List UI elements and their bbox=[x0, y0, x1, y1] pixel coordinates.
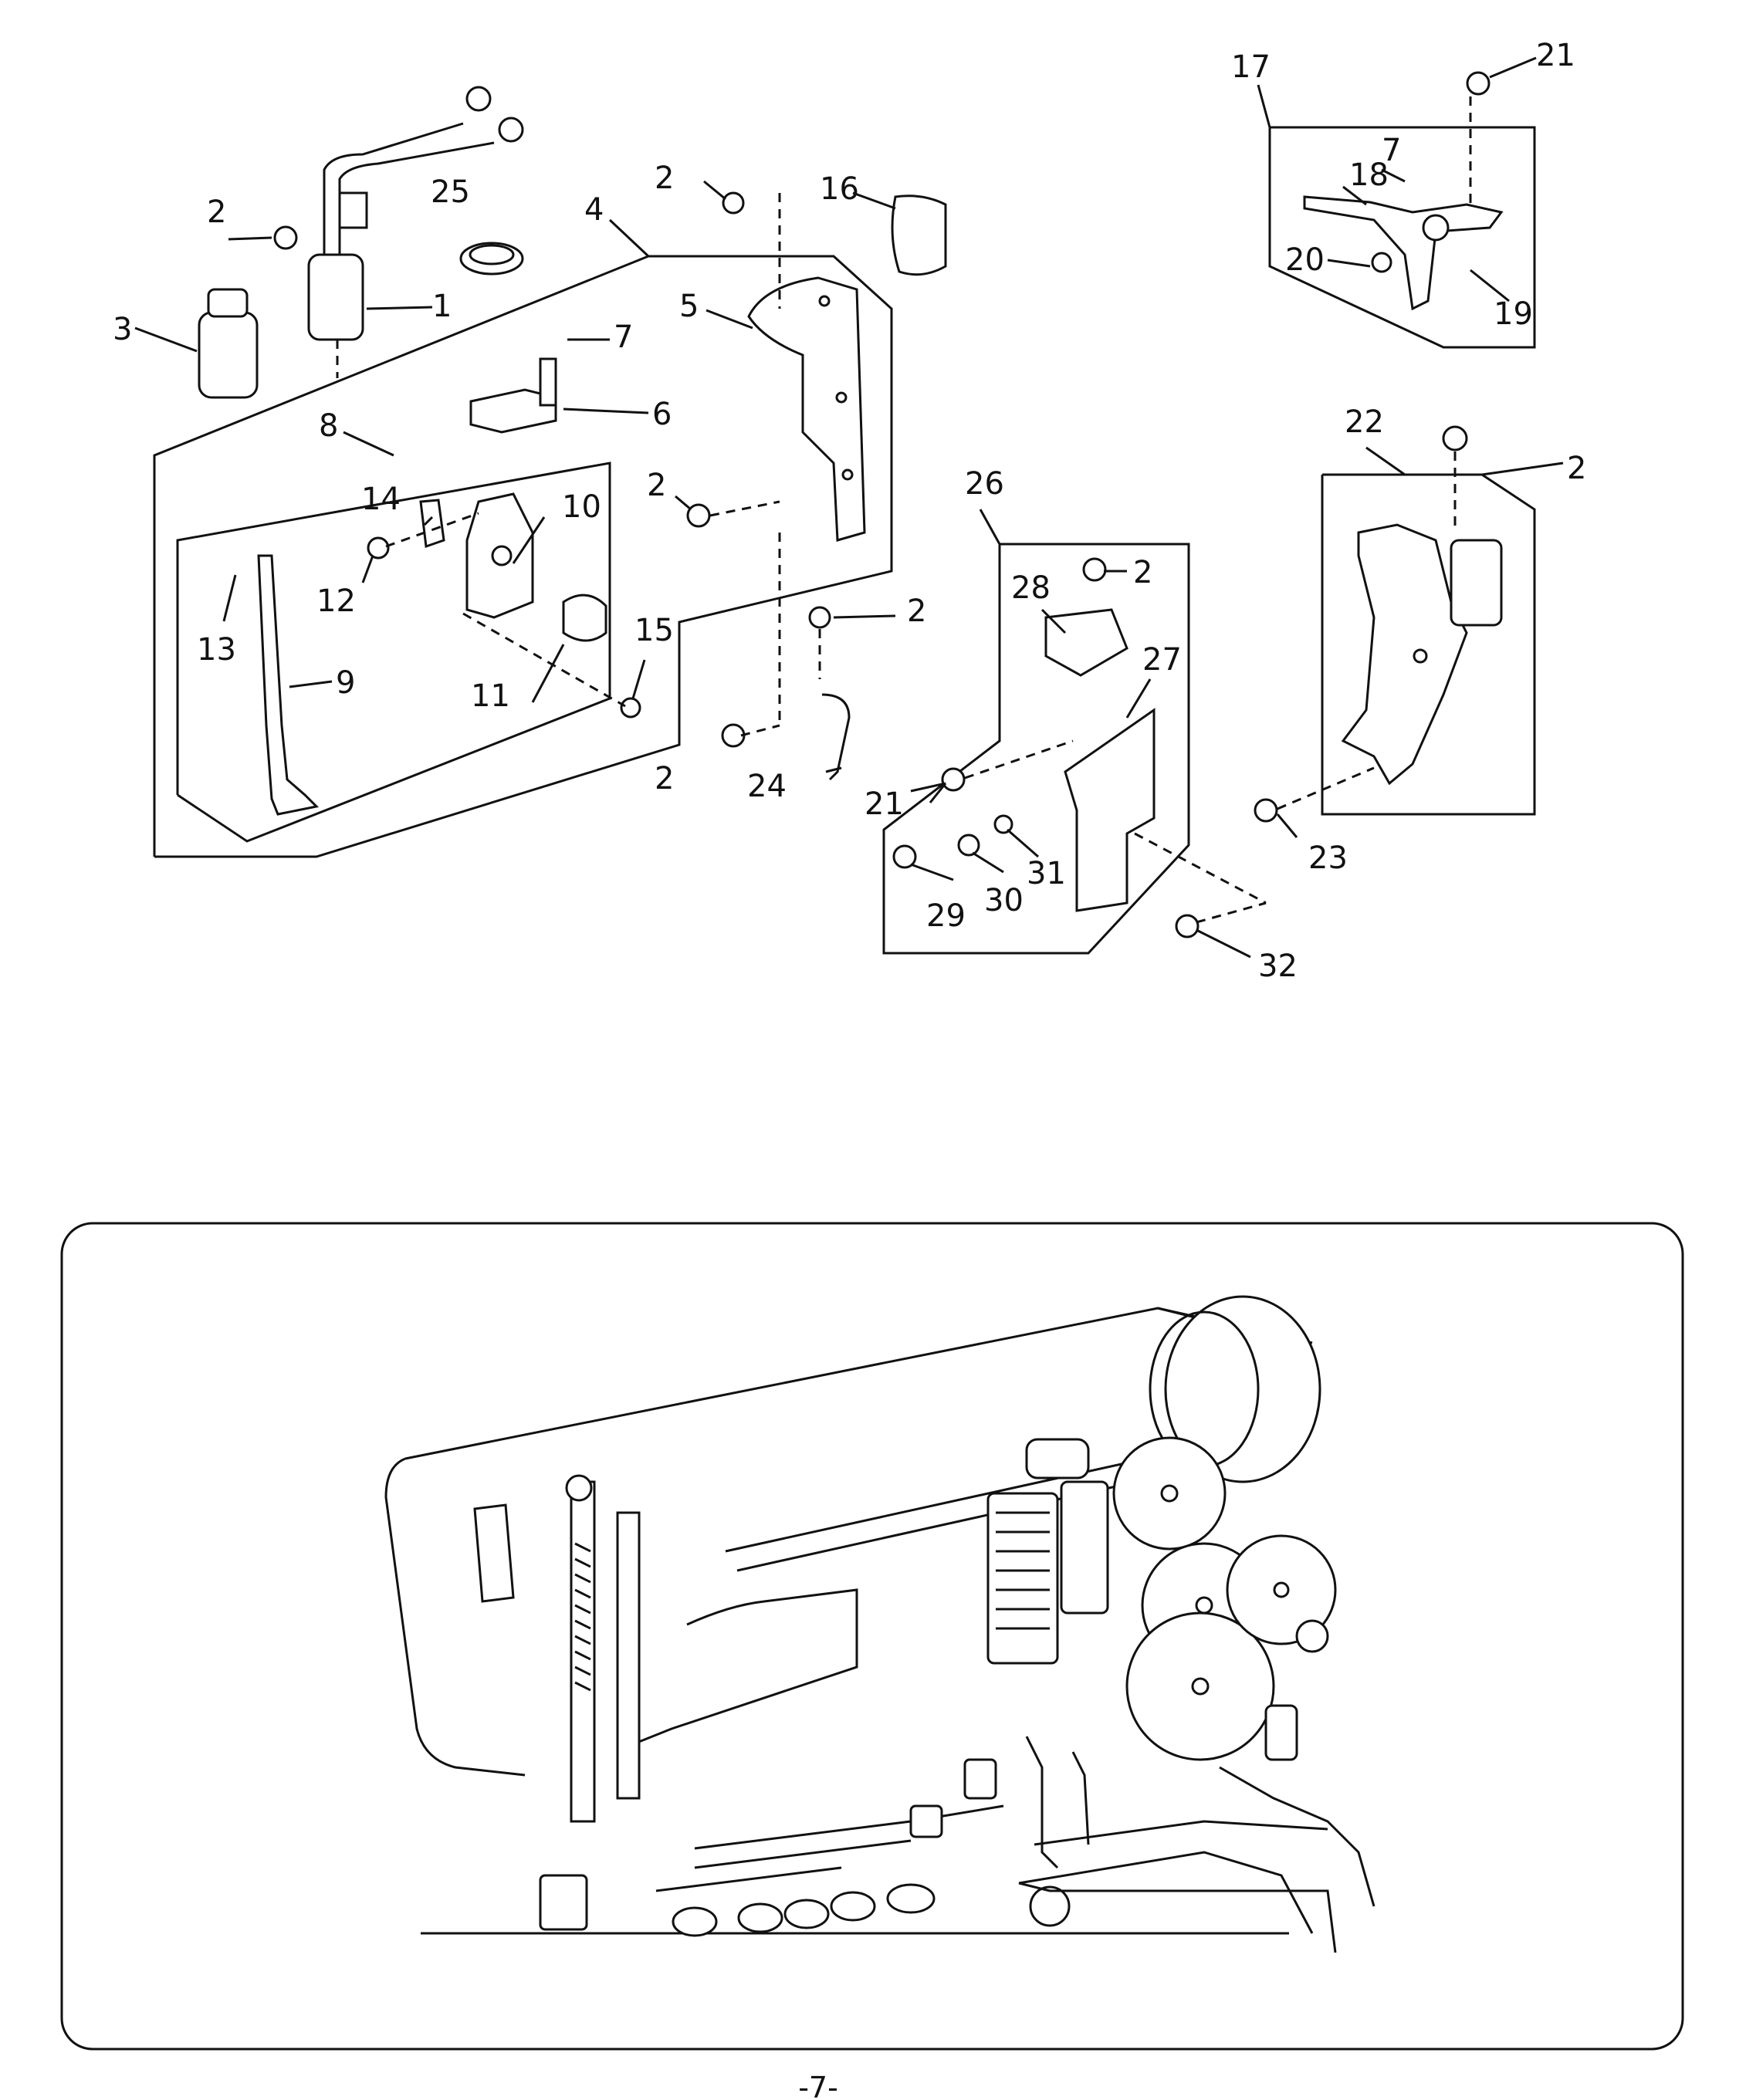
part-5-plate bbox=[747, 276, 866, 542]
part-1-lamp-socket bbox=[307, 86, 524, 341]
part-3-lamp-bulb bbox=[198, 288, 259, 399]
part-16-cover bbox=[891, 194, 947, 276]
label-21a: 21 bbox=[1536, 38, 1575, 73]
label-13: 13 bbox=[197, 632, 236, 668]
alignment-lines bbox=[336, 96, 1472, 924]
label-26: 26 bbox=[965, 466, 1004, 502]
label-5: 5 bbox=[679, 289, 699, 324]
label-7b: 7 bbox=[1382, 133, 1401, 168]
part-22-bracket-assembly bbox=[1341, 523, 1503, 786]
label-31: 31 bbox=[1027, 856, 1066, 891]
label-23: 23 bbox=[1308, 840, 1348, 876]
label-32: 32 bbox=[1258, 949, 1298, 984]
label-2b: 2 bbox=[655, 161, 674, 196]
part-28-bracket bbox=[1044, 608, 1128, 677]
label-24: 24 bbox=[747, 769, 787, 804]
assembly-frame-17 bbox=[1268, 126, 1536, 349]
machine-overview-illustration bbox=[384, 1295, 1375, 1953]
label-20: 20 bbox=[1285, 242, 1325, 278]
label-29: 29 bbox=[926, 898, 966, 934]
label-3: 3 bbox=[113, 312, 132, 347]
label-30: 30 bbox=[984, 883, 1024, 918]
label-10: 10 bbox=[562, 489, 601, 525]
assembly-frame-4 bbox=[153, 255, 893, 858]
label-19: 19 bbox=[1494, 296, 1533, 332]
part-27-plate bbox=[1064, 708, 1156, 912]
label-17: 17 bbox=[1231, 49, 1271, 85]
label-2c: 2 bbox=[647, 468, 666, 503]
part-9-presser-bar bbox=[257, 554, 320, 816]
assembly-frame-26 bbox=[882, 543, 1190, 955]
label-2f: 2 bbox=[1567, 451, 1586, 486]
label-14: 14 bbox=[361, 482, 401, 517]
label-22: 22 bbox=[1345, 404, 1384, 440]
part-10-guide bbox=[465, 492, 534, 619]
label-2d: 2 bbox=[907, 593, 926, 629]
label-2g: 2 bbox=[1133, 555, 1152, 590]
label-16: 16 bbox=[820, 171, 859, 207]
leader-lines bbox=[134, 56, 1564, 959]
part-15-clip bbox=[620, 697, 641, 719]
label-12: 12 bbox=[316, 583, 356, 619]
label-6: 6 bbox=[652, 397, 672, 432]
label-25: 25 bbox=[431, 174, 470, 210]
part-24-spring bbox=[821, 693, 851, 781]
label-27: 27 bbox=[1142, 642, 1182, 678]
part-18-19-thread-guide bbox=[1303, 195, 1504, 311]
part-labels: 1 2 3 25 4 2 16 5 7 6 8 2 14 10 12 13 9 … bbox=[113, 38, 1586, 984]
label-18: 18 bbox=[1349, 157, 1389, 193]
label-9: 9 bbox=[336, 665, 355, 701]
label-28: 28 bbox=[1011, 570, 1051, 606]
label-21b: 21 bbox=[865, 786, 904, 822]
label-4: 4 bbox=[584, 192, 604, 228]
label-11: 11 bbox=[471, 678, 510, 714]
page-number: -7- bbox=[798, 2071, 838, 2100]
label-15: 15 bbox=[634, 613, 674, 648]
label-1: 1 bbox=[432, 289, 452, 324]
part-25-ring bbox=[459, 242, 524, 276]
part-11-knob bbox=[562, 593, 607, 642]
label-7a: 7 bbox=[614, 320, 633, 355]
label-2e: 2 bbox=[655, 761, 674, 796]
part-6-bracket bbox=[469, 357, 557, 434]
assembly-frame-8 bbox=[176, 462, 611, 843]
label-2a: 2 bbox=[207, 194, 226, 230]
label-8: 8 bbox=[319, 408, 338, 444]
machine-overview-frame bbox=[60, 1222, 1684, 2051]
screw-parts bbox=[273, 71, 1491, 938]
part-14-lever bbox=[419, 499, 445, 549]
